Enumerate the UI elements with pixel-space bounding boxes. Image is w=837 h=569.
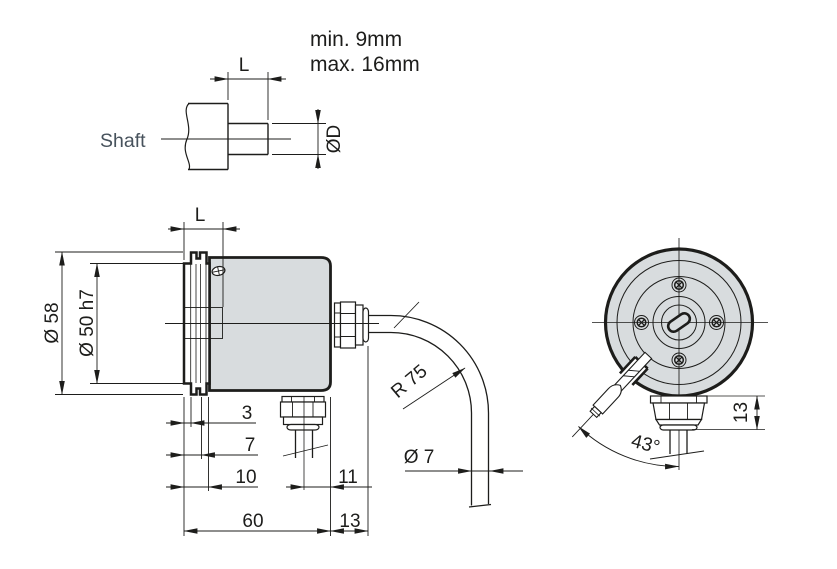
housing-screw [211,265,226,277]
front-cable [669,430,688,454]
shaft-hub-key [666,311,692,334]
cable-exit-43-group [571,351,653,438]
dim-cable-bend-radius: R 75 [387,361,466,410]
dim-flange-depth: 10 [166,467,258,490]
screw-left [634,315,649,330]
shaft-text-label: Shaft [100,130,146,152]
flange-depth-label: 10 [235,467,256,488]
dim-housing-length: 60 [183,511,332,534]
front-cable-break-tick [649,450,705,460]
housing-length-label: 60 [242,511,263,532]
dim-shaft-diameter: ØD [272,109,345,169]
dim-cable-axis-offset: 11 [286,467,372,490]
dim-shaft-length: L [210,55,286,120]
connector-pin [592,384,622,415]
dim-pilot-diameter: Ø 50 h7 [77,262,100,385]
groove-start-label: 3 [242,403,253,424]
screw-bottom [671,352,687,368]
bottom-extension-lines [183,346,369,536]
connector-pin-crimp [590,407,601,417]
dim-cable-diameter: Ø 7 [404,447,523,474]
shaft-bore [184,307,223,339]
break-line-curve [184,103,191,170]
encoder-front-view: 43° 13 [571,238,768,470]
dim-gland-length: 13 [329,511,369,534]
gland-height-label: 13 [731,402,752,423]
dim-groove-end: 7 [166,435,258,458]
front-cable-gland [649,395,708,460]
dim-housing-diameter: Ø 58 [42,251,65,396]
cable-axis-offset-label: 11 [338,467,358,488]
cable-gland-bottom [279,395,329,458]
dim-groove-start: 3 [166,403,256,426]
pilot-diameter-label: Ø 50 h7 [77,289,98,357]
dim-gland-height: 13 [692,395,765,431]
cable-diameter-label: Ø 7 [404,447,435,468]
cable [368,301,492,508]
insertion-max-note: max. 16mm [310,53,420,76]
housing-body [208,256,332,392]
housing-diameter-label: Ø 58 [42,302,63,343]
insertion-depth-label: L [195,205,206,226]
bottom-cable-break-tick [282,444,329,457]
dim-insertion-depth: L [168,205,240,307]
diameter-extension-lines [55,251,184,395]
gland-length-label: 13 [339,511,360,532]
shaft-stub [228,122,269,156]
shaft-diameter-dim-label: ØD [324,125,345,154]
cable-exit-angle-label: 43° [629,431,662,459]
cable-end-cap [468,503,492,508]
insertion-min-note: min. 9mm [310,28,402,51]
exit-axis-line [571,413,594,438]
shaft-cylinder [184,102,229,171]
cover-screws [634,277,724,368]
screw-right [709,315,724,330]
groove-end-label: 7 [245,435,256,456]
torque-pin-hatching [623,369,640,378]
cable-break-tick [393,301,420,329]
shaft-length-dim-label: L [239,55,250,76]
shaft-detail-view: L ØD Shaft min. 9mm max. 16mm [100,28,420,171]
screw-top [671,277,687,293]
cable-gland-rear [333,301,370,349]
cable-bend-radius-label: R 75 [387,361,431,403]
encoder-side-view: L Ø 58 Ø 50 h7 3 7 [42,205,523,536]
dim-cable-exit-angle: 43° [578,426,680,470]
